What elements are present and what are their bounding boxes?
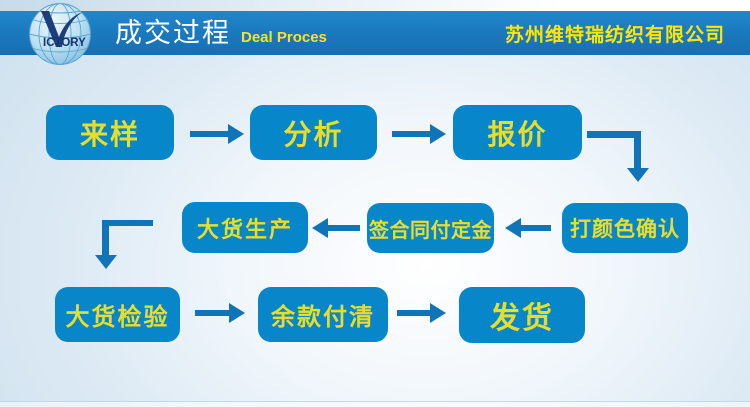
company-name: 苏州维特瑞纺织有限公司 bbox=[504, 24, 725, 46]
arrow-right-icon bbox=[397, 303, 446, 323]
flow-step-sample: 来样 bbox=[46, 105, 174, 160]
header-top-strip bbox=[0, 0, 750, 11]
victory-logo: ICTORY bbox=[28, 2, 92, 66]
arrow-left-icon bbox=[505, 218, 551, 238]
flow-step-color-confirm: 打颜色确认 bbox=[562, 203, 688, 253]
flow-step-bulk-inspection: 大货检验 bbox=[55, 287, 180, 342]
arrow-left-icon bbox=[312, 218, 360, 238]
arrow-elbow-right-down-icon bbox=[587, 128, 649, 182]
footer-strip bbox=[0, 401, 750, 407]
flow-step-bulk-production: 大货生产 bbox=[182, 202, 308, 253]
victory-v-swoosh bbox=[41, 11, 83, 47]
page-subtitle: Deal Proces bbox=[241, 28, 327, 46]
logo-text: ICTORY bbox=[43, 37, 86, 49]
globe-icon: ICTORY bbox=[29, 3, 91, 65]
flow-step-analysis: 分析 bbox=[250, 105, 377, 160]
flow-step-contract-deposit: 签合同付定金 bbox=[367, 203, 494, 253]
arrow-elbow-left-down-icon bbox=[91, 217, 153, 269]
flow-step-shipment: 发货 bbox=[459, 287, 585, 343]
arrow-right-icon bbox=[392, 124, 446, 144]
page-title-group: 成交过程 Deal Proces bbox=[115, 11, 327, 55]
flow-step-quote: 报价 bbox=[453, 105, 582, 160]
header-bar bbox=[0, 11, 750, 55]
arrow-right-icon bbox=[190, 124, 244, 144]
page-title: 成交过程 bbox=[115, 17, 231, 48]
arrow-right-icon bbox=[195, 303, 245, 323]
flow-step-balance-payment: 余款付清 bbox=[258, 287, 388, 342]
